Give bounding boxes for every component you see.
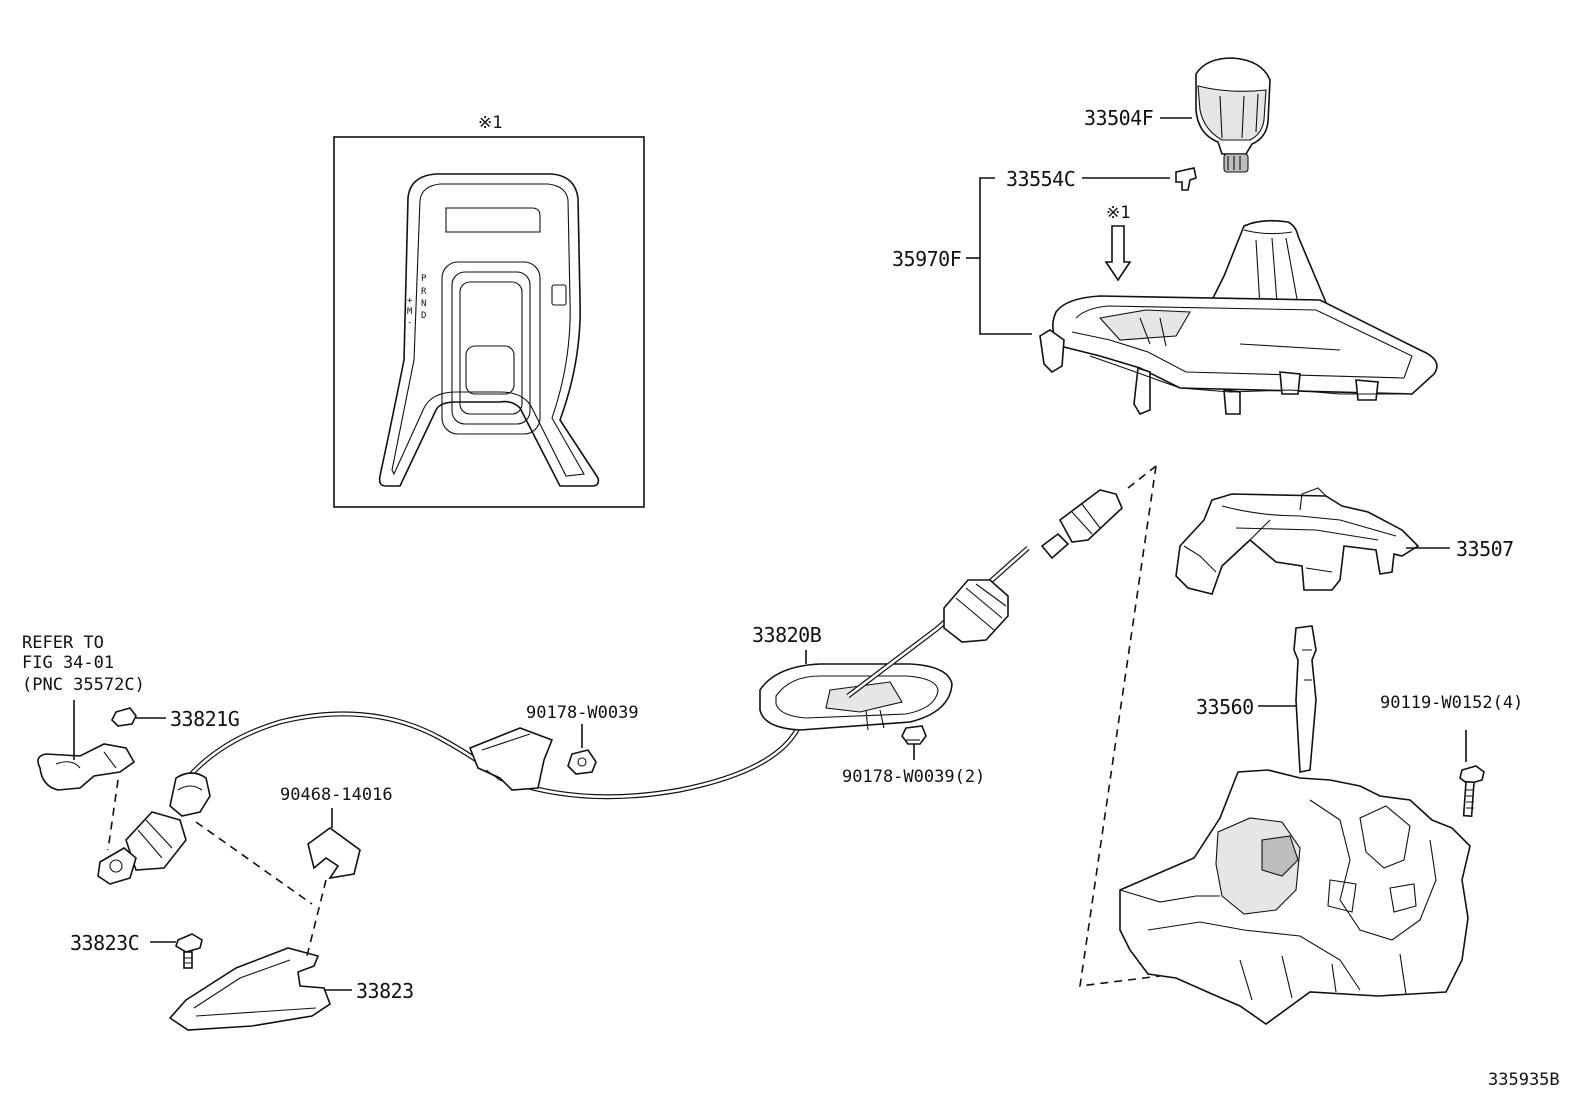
cable-clamp <box>37 743 136 791</box>
shift-panel-outline <box>378 173 600 487</box>
gate-letters: P R N D + M - <box>407 274 427 328</box>
bolt-90119 <box>1459 765 1485 818</box>
shift-gate-outer <box>441 261 541 435</box>
nut-90178-a <box>567 749 597 775</box>
shift-cable <box>97 489 1123 885</box>
gate-letter-n: N <box>421 299 426 309</box>
label-33821g[interactable]: 33821G <box>170 707 240 731</box>
label-90178-w0039-2[interactable]: 90178-W0039(2) <box>842 767 985 787</box>
clip-33554c <box>1175 167 1197 191</box>
nut-90178-b <box>901 725 927 745</box>
bolt-33823c <box>175 933 203 969</box>
reference-note-line-1: REFER TO <box>22 633 104 653</box>
reference-note-line-2: FIG 34-01 <box>22 653 114 673</box>
console-panel: ※1 <box>1039 203 1438 415</box>
gate-letter-d: D <box>421 311 426 321</box>
gate-letter-p: P <box>421 274 427 284</box>
shift-panel-top-slot <box>445 207 541 233</box>
bracket-33507 <box>1175 487 1420 595</box>
diagram-id: 335935B <box>1488 1070 1560 1090</box>
arrow-marker: ※1 <box>1106 203 1130 223</box>
shift-knob <box>1195 57 1271 173</box>
label-90468-14016[interactable]: 90468-14016 <box>280 785 393 805</box>
label-33823[interactable]: 33823 <box>356 979 414 1003</box>
reference-note-line-3: (PNC 35572C) <box>22 675 145 695</box>
label-33820b[interactable]: 33820B <box>752 623 822 647</box>
label-33504f[interactable]: 33504F <box>1084 106 1154 130</box>
shift-panel-inner <box>391 183 585 477</box>
callout-labels: 33504F 33554C 35970F 33507 33560 90119-W… <box>22 106 1560 1090</box>
retainer-90468 <box>307 827 361 880</box>
inset-marker: ※1 <box>478 113 502 133</box>
inset-view: ※1 P R N D + M - <box>333 113 645 508</box>
label-90119-w0152[interactable]: 90119-W0152(4) <box>1380 693 1523 713</box>
view-arrow <box>1104 225 1132 282</box>
bracket-33823 <box>168 947 331 1031</box>
label-33823c[interactable]: 33823C <box>70 931 140 955</box>
nut-33821g <box>111 707 137 727</box>
inset-frame <box>333 136 645 508</box>
shift-gate-inner <box>459 281 523 415</box>
leader-lines <box>73 117 1467 991</box>
label-90178-w0039[interactable]: 90178-W0039 <box>526 703 639 723</box>
manual-plus: + <box>407 296 413 306</box>
label-35970f[interactable]: 35970F <box>892 247 962 271</box>
shift-gate-slot <box>465 345 515 395</box>
shift-lever-assembly <box>1119 625 1471 1025</box>
shift-gate-mid <box>451 271 531 425</box>
manual-minus: - <box>407 318 412 328</box>
label-33560[interactable]: 33560 <box>1196 695 1254 719</box>
label-33554c[interactable]: 33554C <box>1006 167 1076 191</box>
gate-letter-r: R <box>421 287 427 297</box>
manual-m: M <box>407 307 413 317</box>
shift-panel-button <box>551 284 567 306</box>
label-33507[interactable]: 33507 <box>1456 537 1514 561</box>
